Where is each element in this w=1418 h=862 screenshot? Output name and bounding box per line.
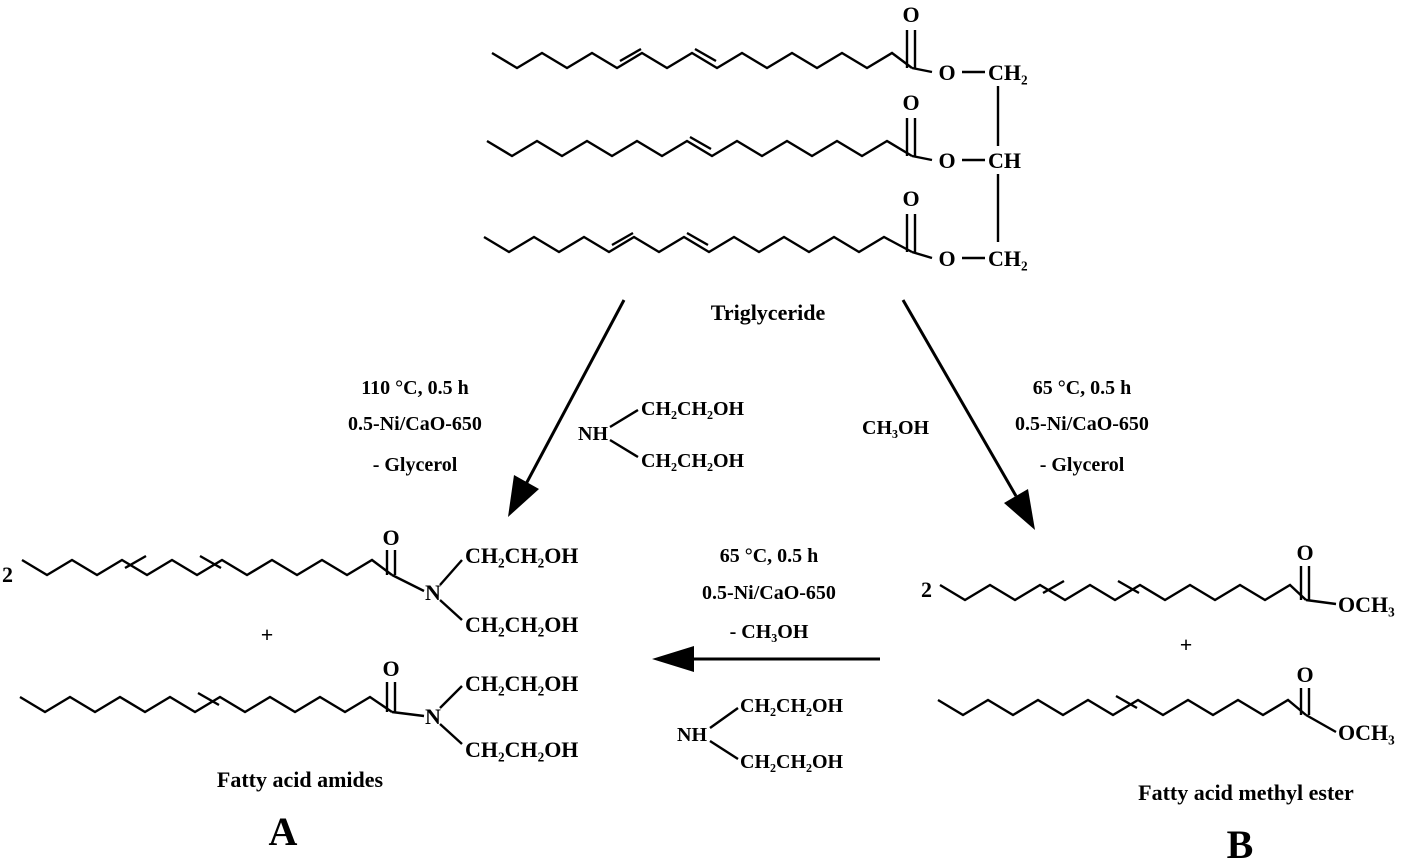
double-bond: [686, 231, 709, 247]
amide-nitrogen: N: [425, 704, 441, 729]
amine-bond: [609, 408, 639, 429]
diethanolamine-reagent: NH CH₂CH₂OH CH₂CH₂OH: [578, 398, 745, 472]
fatty-chain: [937, 698, 1307, 717]
condition-catalyst: 0.5-Ni/CaO-650: [1015, 413, 1149, 435]
ester-oxygen: O: [938, 148, 955, 173]
amide-bond: [439, 559, 463, 586]
amine-bond: [709, 739, 739, 761]
carbonyl-oxygen: O: [902, 186, 919, 211]
ethanol-arm: CH₂CH₂OH: [740, 695, 844, 717]
diethanolamine-reagent: NH CH₂CH₂OH CH₂CH₂OH: [677, 695, 844, 773]
condition-temperature: 65 °C, 0.5 h: [1033, 377, 1132, 399]
ethanol-arm: CH₂CH₂OH: [465, 612, 578, 637]
fatty-chain: [491, 51, 913, 70]
arrowhead: [508, 475, 539, 517]
double-bond: [619, 47, 642, 63]
condition-catalyst: 0.5-Ni/CaO-650: [348, 413, 482, 435]
amide-bond: [439, 723, 463, 745]
amine-bond: [609, 438, 639, 459]
amide-bond: [439, 685, 463, 709]
double-bond: [124, 554, 147, 570]
reaction-arrow-b: [901, 299, 1018, 497]
amine-bond: [709, 707, 739, 729]
arrowhead: [1004, 489, 1035, 530]
amide-oxygen: O: [382, 525, 399, 550]
stoichiometric-coefficient: 2: [2, 562, 13, 587]
ethanol-arm: CH₂CH₂OH: [641, 398, 745, 420]
double-bond: [694, 47, 717, 63]
triglyceride-structure: O O CH₂ O O CH O O CH₂ Triglyceride: [483, 2, 1028, 325]
plus-sign: +: [1180, 632, 1193, 657]
amide-oxygen: O: [382, 656, 399, 681]
carbonyl-oxygen: O: [1296, 540, 1313, 565]
double-bond: [199, 554, 222, 570]
glycerol-carbon: CH: [988, 148, 1021, 173]
condition-byproduct: - Glycerol: [1040, 454, 1125, 476]
glycerol-carbon: CH₂: [988, 60, 1028, 85]
fatty-chain: [483, 235, 913, 254]
ester-bond: [911, 250, 933, 260]
ester-oxygen: O: [938, 246, 955, 271]
double-bond: [1042, 579, 1065, 595]
amide-nitrogen: N: [425, 580, 441, 605]
condition-temperature: 65 °C, 0.5 h: [720, 545, 819, 567]
ester-oxygen: O: [938, 60, 955, 85]
route-a: 110 °C, 0.5 h 0.5-Ni/CaO-650 - Glycerol …: [348, 299, 745, 517]
fatty-chain: [939, 583, 1307, 602]
carbonyl-oxygen: O: [1296, 662, 1313, 687]
ethanol-arm: CH₂CH₂OH: [465, 543, 578, 568]
fatty-chain: [19, 695, 393, 714]
stoichiometric-coefficient: 2: [921, 577, 932, 602]
fatty-chain: [21, 558, 393, 577]
reaction-arrow-a: [524, 299, 626, 485]
ester-bond: [1305, 713, 1337, 734]
double-bond: [1117, 579, 1140, 595]
product-b-label: Fatty acid methyl ester: [1138, 780, 1354, 805]
glycerol-carbon: CH₂: [988, 246, 1028, 271]
product-a-letter: A: [269, 809, 298, 854]
plus-sign: +: [261, 622, 274, 647]
product-a-label: Fatty acid amides: [217, 767, 384, 792]
ester-bond: [1305, 598, 1337, 606]
amine-nh: NH: [677, 724, 707, 746]
methoxy-group: OCH₃: [1338, 720, 1395, 745]
ethanol-arm: CH₂CH₂OH: [641, 450, 745, 472]
arrowhead: [652, 646, 694, 672]
condition-byproduct: - Glycerol: [373, 454, 458, 476]
condition-byproduct: - CH₃OH: [730, 621, 809, 643]
methoxy-group: OCH₃: [1338, 592, 1395, 617]
triglyceride-label: Triglyceride: [711, 300, 826, 325]
amide-bond: [391, 573, 425, 593]
ethanol-arm: CH₂CH₂OH: [465, 671, 578, 696]
carbonyl-oxygen: O: [902, 2, 919, 27]
condition-catalyst: 0.5-Ni/CaO-650: [702, 582, 836, 604]
amide-bond: [439, 599, 463, 621]
ethanol-arm: CH₂CH₂OH: [740, 751, 844, 773]
amine-nh: NH: [578, 423, 608, 445]
ethanol-arm: CH₂CH₂OH: [465, 737, 578, 762]
ester-bond: [911, 66, 933, 74]
carbonyl-oxygen: O: [902, 90, 919, 115]
product-a-structure: 2 O N CH₂CH₂OH CH₂CH₂OH + O N CH₂CH₂OH C…: [2, 525, 578, 854]
amide-bond: [391, 710, 425, 718]
route-b: CH₃OH 65 °C, 0.5 h 0.5-Ni/CaO-650 - Glyc…: [862, 299, 1149, 530]
double-bond: [197, 691, 220, 707]
product-b-structure: 2 O OCH₃ + O OCH₃ Fatty acid methyl este…: [921, 540, 1395, 862]
methanol-reagent: CH₃OH: [862, 417, 930, 439]
double-bond: [611, 231, 634, 247]
fatty-chain: [486, 139, 913, 158]
double-bond: [689, 135, 712, 151]
ester-bond: [911, 154, 933, 162]
route-c: 65 °C, 0.5 h 0.5-Ni/CaO-650 - CH₃OH NH C…: [652, 545, 880, 773]
product-b-letter: B: [1227, 822, 1254, 862]
condition-temperature: 110 °C, 0.5 h: [361, 377, 468, 399]
double-bond: [1115, 694, 1138, 710]
